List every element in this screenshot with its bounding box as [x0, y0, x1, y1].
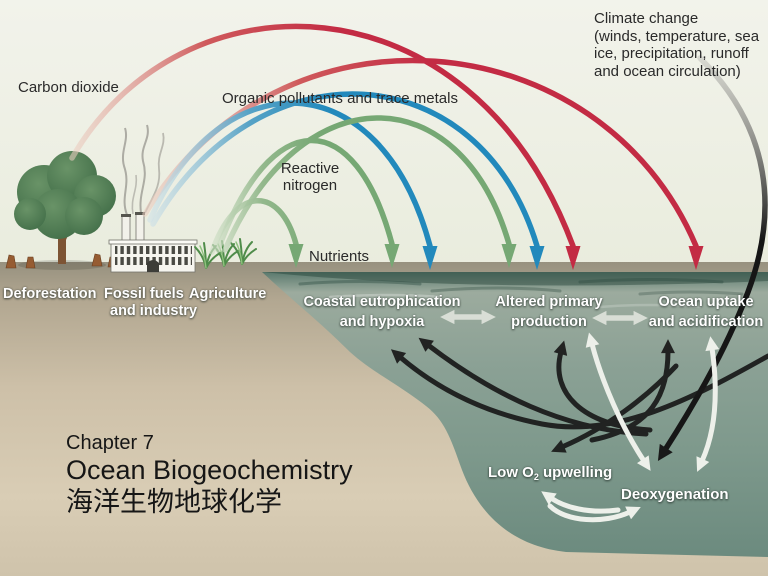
low-o2-upwelling-label: Low O2 upwelling — [488, 463, 612, 483]
low-o2-suffix: upwelling — [538, 464, 613, 481]
climate-change-arrow — [657, 55, 768, 462]
deforestation-label: Deforestation — [3, 286, 97, 302]
slide-title-english: Ocean Biogeochemistry — [66, 455, 353, 485]
factory-icon — [108, 124, 198, 273]
source-arrows — [69, 23, 768, 462]
ocean-uptake-label: Ocean uptake and acidification — [630, 293, 768, 332]
organic-pollutants-arrow — [147, 91, 545, 270]
carbon-dioxide-label: Carbon dioxide — [18, 79, 119, 96]
low-o2-prefix: Low O — [488, 464, 534, 481]
climate-change-line1: Climate change — [594, 10, 699, 27]
agriculture-label: Agriculture — [189, 286, 267, 302]
altered-primary-line2: production — [511, 313, 587, 330]
ocean-uptake-line1: Ocean uptake — [658, 294, 754, 310]
ocean-uptake-line2: and acidification — [648, 313, 764, 330]
fossil-fuels-label-line2: and industry — [110, 303, 198, 319]
ocean-surface-waves — [262, 272, 768, 309]
surface-exchange-arrows — [440, 309, 648, 326]
reactive-nitrogen-label: Reactive nitrogen — [265, 160, 355, 195]
coastal-eutrophication-line2: and hypoxia — [339, 313, 425, 330]
climate-change-line2: (winds, temperature, sea — [594, 27, 760, 45]
climate-change-line3: ice, precipitation, runoff — [594, 45, 749, 63]
coastal-eutrophication-label: Coastal eutrophication and hypoxia — [300, 293, 464, 332]
deoxygenation-label: Deoxygenation — [621, 486, 729, 503]
nutrients-arrow — [209, 115, 517, 268]
ocean-light-current-arrows — [541, 332, 720, 523]
ocean-internal-arrows — [390, 309, 768, 523]
climate-change-label: Climate change (winds, temperature, sea … — [594, 10, 768, 81]
reactive-nitrogen-line1: Reactive — [280, 160, 340, 177]
reactive-nitrogen-line2: nitrogen — [282, 177, 338, 195]
deforestation-tree-icon — [14, 151, 116, 270]
altered-primary-line1: Altered primary — [495, 294, 603, 310]
slide-title-chinese: 海洋生物地球化学 — [66, 487, 282, 518]
nutrients-label: Nutrients — [309, 248, 370, 265]
organic-pollutants-label: Organic pollutants and trace metals — [222, 90, 458, 107]
coastal-eutrophication-line1: Coastal eutrophication — [303, 294, 461, 310]
fossil-fuels-label: Fossil fuels — [104, 286, 184, 302]
climate-change-line4: and ocean circulation) — [594, 63, 741, 81]
low-o2-subscript: 2 — [533, 472, 539, 482]
title-block: Chapter 7 Ocean Biogeochemistry 海洋生物地球化学 — [66, 431, 353, 518]
altered-primary-production-label: Altered primary production — [479, 293, 619, 332]
chapter-number: Chapter 7 — [66, 432, 154, 454]
